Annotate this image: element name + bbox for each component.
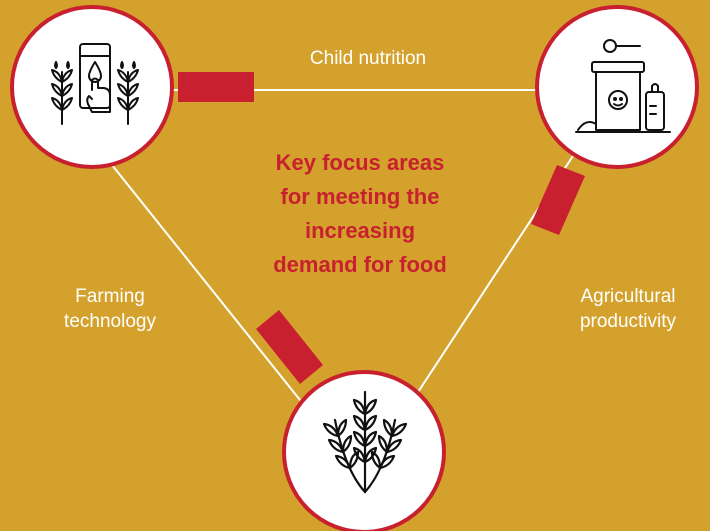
edge-label-agri-line2: productivity [579,311,677,332]
edge-label-agricultural-productivity: Agricultural productivity [548,284,708,334]
edge-label-farming-line2: technology [64,311,156,332]
wheat-icon [322,390,408,494]
node-circle-nutrition [535,5,699,169]
center-title-line2: for meeting the [280,184,440,209]
connector-bar-left [256,310,323,384]
farming-technology-icon [51,43,139,125]
edge-label-farming-technology: Farming technology [30,284,190,334]
edge-line-left [99,149,341,451]
baby-formula-icon [575,39,671,133]
connector-bar-top [178,72,254,102]
edge-label-agri-line1: Agricultural [580,286,676,307]
edge-label-farming-line1: Farming [75,286,145,307]
center-title-line3: increasing [304,218,416,243]
center-title-line1: Key focus areas [275,150,445,175]
edge-label-child-nutrition: Child nutrition [309,48,427,69]
center-title: Key focus areas for meeting the increasi… [240,146,480,282]
connector-bar-right [531,165,585,235]
center-title-line4: demand for food [273,252,447,277]
